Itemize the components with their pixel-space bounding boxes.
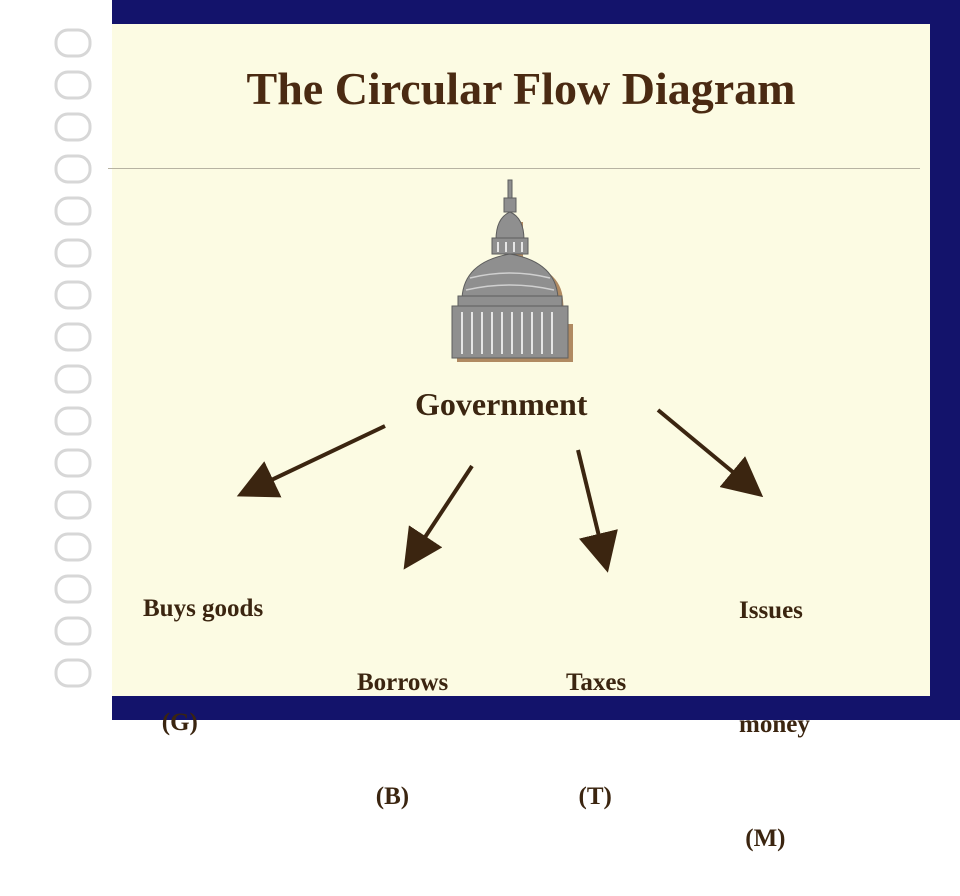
arrow-to-buys-goods [236,424,386,498]
notebook-binding-margin [0,0,112,720]
spiral-ring [54,658,92,688]
arrow-to-taxes [576,449,618,573]
flow-label-line: Taxes [566,669,627,696]
spiral-ring [54,280,92,310]
flow-label-line: (T) [566,783,612,810]
arrow-to-borrows [403,464,474,570]
flow-label-taxes: Taxes (T) [566,588,626,854]
spiral-rings-icon [54,28,92,688]
spiral-ring [54,322,92,352]
flow-label-line: (M) [739,825,786,852]
spiral-ring [54,154,92,184]
spiral-ring [54,364,92,394]
capitol-building-icon [451,179,573,362]
spiral-ring [54,28,92,58]
spiral-ring [54,616,92,646]
flow-label-buys-goods: Buys goods (G) [143,514,263,780]
spiral-ring [54,448,92,478]
page-title: The Circular Flow Diagram [246,63,796,114]
flow-label-line: Issues [739,597,803,624]
spiral-ring [54,112,92,142]
flow-label-line: Borrows [357,669,449,696]
flow-label-line: (B) [357,783,410,810]
flow-label-line: (G) [143,709,198,736]
spiral-ring [54,574,92,604]
flow-label-line: money [739,711,810,738]
spiral-ring [54,406,92,436]
flow-label-borrows: Borrows (B) [357,588,448,854]
flow-label-issues-money: Issues money (M) [739,516,810,896]
government-label: Government [415,386,588,422]
spiral-ring [54,70,92,100]
spiral-ring [54,532,92,562]
spiral-ring [54,238,92,268]
arrow-to-issues-money [656,408,764,498]
capitol-columns [461,242,553,354]
spiral-ring [54,490,92,520]
flow-label-line: Buys goods [143,595,264,622]
title-divider [108,168,920,169]
flow-arrows [236,408,764,573]
spiral-ring [54,196,92,226]
